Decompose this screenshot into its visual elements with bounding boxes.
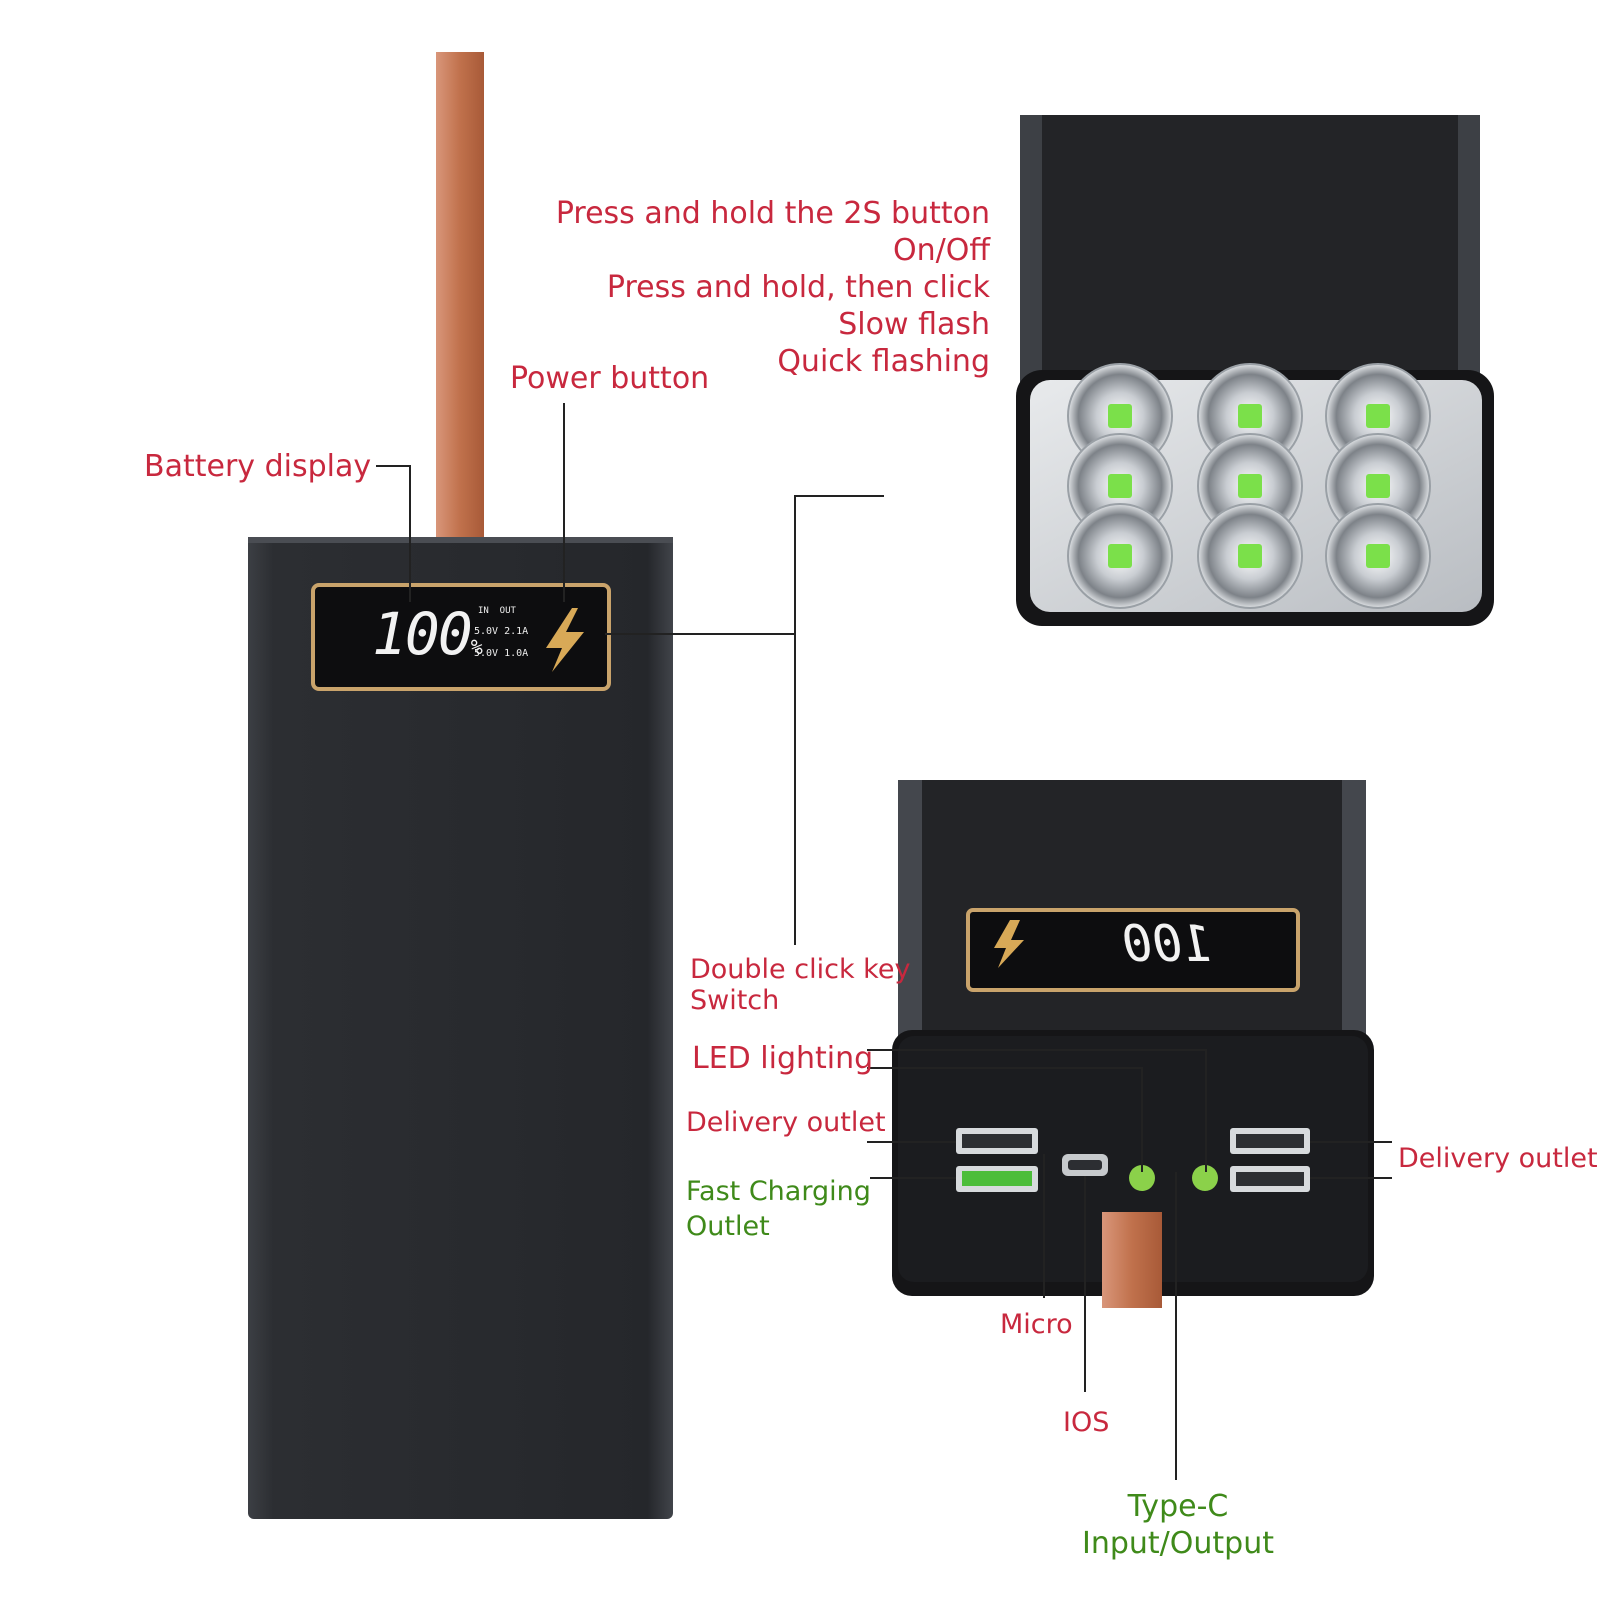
led-chip-7 — [1108, 544, 1132, 568]
power-bank-body — [248, 537, 673, 1519]
battery-display-panel-rotated — [966, 908, 1300, 992]
battery-display-panel — [311, 583, 611, 691]
led-lighting-label: LED lighting — [692, 1041, 874, 1076]
led-chip-4 — [1108, 474, 1132, 498]
rotated-percent-value: 100 — [1122, 915, 1213, 973]
instruction-line-4: Slow flash — [838, 307, 990, 342]
type-c-label: Type-C Input/Output — [1068, 1488, 1288, 1562]
led-chip-5 — [1238, 474, 1262, 498]
led-chip-3 — [1366, 404, 1390, 428]
fast-charging-line-1: Fast Charging — [686, 1176, 871, 1207]
battery-percent-sign: % — [470, 635, 483, 659]
indicator-led-right — [1192, 1165, 1218, 1191]
instruction-line-1: Press and hold the 2S button — [555, 196, 990, 231]
delivery-outlet-left-label: Delivery outlet — [686, 1107, 886, 1138]
type-c-line-1: Type-C — [1127, 1489, 1229, 1524]
led-chip-8 — [1238, 544, 1262, 568]
lanyard-strap-bottom — [1102, 1212, 1162, 1308]
leader-lines — [376, 403, 1392, 1480]
instruction-line-2: On/Off — [892, 233, 990, 268]
light-instructions: Press and hold the 2S button On/Off Pres… — [556, 195, 990, 380]
lightning-bolt-icon-small — [994, 920, 1024, 968]
fast-charging-line-2: Outlet — [686, 1211, 770, 1242]
led-chip-2 — [1238, 404, 1262, 428]
led-chip-6 — [1366, 474, 1390, 498]
double-click-line-2: Switch — [690, 985, 780, 1016]
battery-percent-value: 100 — [372, 600, 473, 668]
lightning-bolt-icon — [546, 608, 584, 672]
power-bank-port-view — [892, 780, 1374, 1308]
double-click-line-1: Double click key — [690, 954, 911, 985]
instruction-line-5: Quick flashing — [777, 344, 990, 379]
fast-charging-label: Fast Charging Outlet — [686, 1174, 871, 1244]
battery-percent-readout: 100% — [372, 604, 483, 677]
power-button-label: Power button — [510, 361, 710, 396]
micro-label: Micro — [1000, 1309, 1073, 1340]
display-line1: 5.0V 2.1A — [474, 626, 529, 637]
lanyard-strap — [436, 52, 484, 540]
instruction-line-3: Press and hold, then click — [606, 270, 990, 305]
indicator-led-left — [1129, 1165, 1155, 1191]
power-bank-front-view — [248, 52, 673, 1519]
type-c-line-2: Input/Output — [1082, 1526, 1274, 1561]
led-chip-9 — [1366, 544, 1390, 568]
led-array — [1067, 363, 1431, 609]
led-flashlight-view — [1016, 115, 1494, 626]
display-line2: 5.0V 1.0A — [474, 648, 529, 659]
battery-display-label: Battery display — [144, 449, 372, 484]
display-in-out: IN OUT — [478, 606, 516, 616]
delivery-outlet-right-label: Delivery outlet — [1398, 1143, 1598, 1174]
rotated-percent-readout: 100 — [1122, 915, 1213, 973]
double-click-label: Double click key Switch — [690, 954, 910, 1016]
led-chip-1 — [1108, 404, 1132, 428]
ios-label: IOS — [1063, 1407, 1110, 1438]
